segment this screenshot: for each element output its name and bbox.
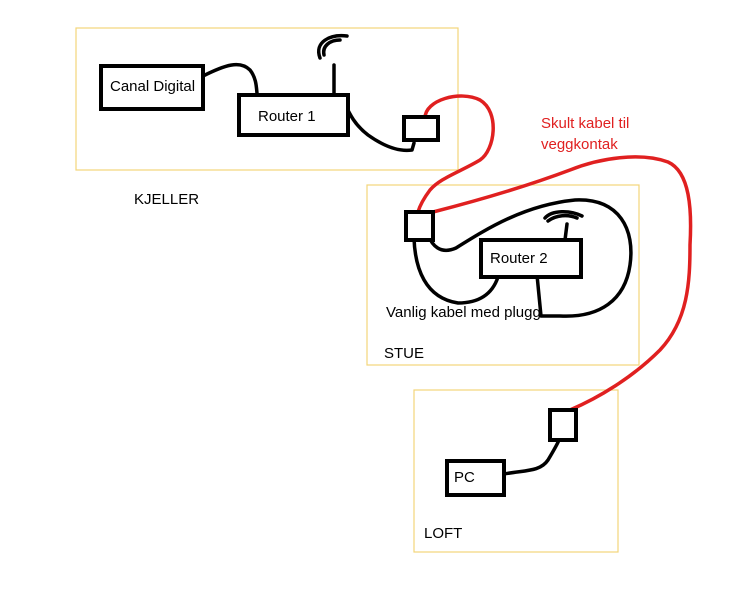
wall-socket-kjeller xyxy=(402,115,440,142)
wifi-signal-icon xyxy=(543,210,584,223)
hidden-cable-note-line1: Skult kabel til xyxy=(541,115,629,132)
zone-label-loft: LOFT xyxy=(424,525,462,542)
normal-cable-note: Vanlig kabel med plugg xyxy=(386,304,541,321)
wall-socket-stue xyxy=(404,210,435,242)
cable-canal-to-router1 xyxy=(201,62,260,103)
canal-digital-label: Canal Digital xyxy=(110,78,195,95)
router2-box: Router 2 xyxy=(479,238,583,279)
pc-box: PC xyxy=(445,459,506,497)
router2-antenna xyxy=(563,222,569,242)
cable-stue-to-router2 xyxy=(412,236,500,305)
wifi-signal-icon xyxy=(317,33,349,60)
hidden-cable-kjeller-to-stue xyxy=(416,94,495,214)
zone-stue xyxy=(366,184,640,366)
wall-socket-loft xyxy=(548,408,578,442)
zone-label-kjeller: KJELLER xyxy=(134,191,199,208)
hidden-cable-note-line2: veggkontak xyxy=(541,136,618,153)
pc-label: PC xyxy=(454,469,475,486)
hidden-cables xyxy=(416,94,693,412)
zone-label-stue: STUE xyxy=(384,345,424,362)
zone-loft xyxy=(413,389,619,553)
cable-stue-loop-around xyxy=(426,198,633,318)
router1-box: Router 1 xyxy=(237,93,350,137)
canal-digital-box: Canal Digital xyxy=(99,64,205,111)
router1-label: Router 1 xyxy=(258,108,316,125)
router2-label: Router 2 xyxy=(490,250,548,267)
hidden-cable-stue-to-loft xyxy=(431,155,693,412)
zone-kjeller xyxy=(75,27,459,171)
cable-loft-socket-to-pc xyxy=(502,438,561,476)
